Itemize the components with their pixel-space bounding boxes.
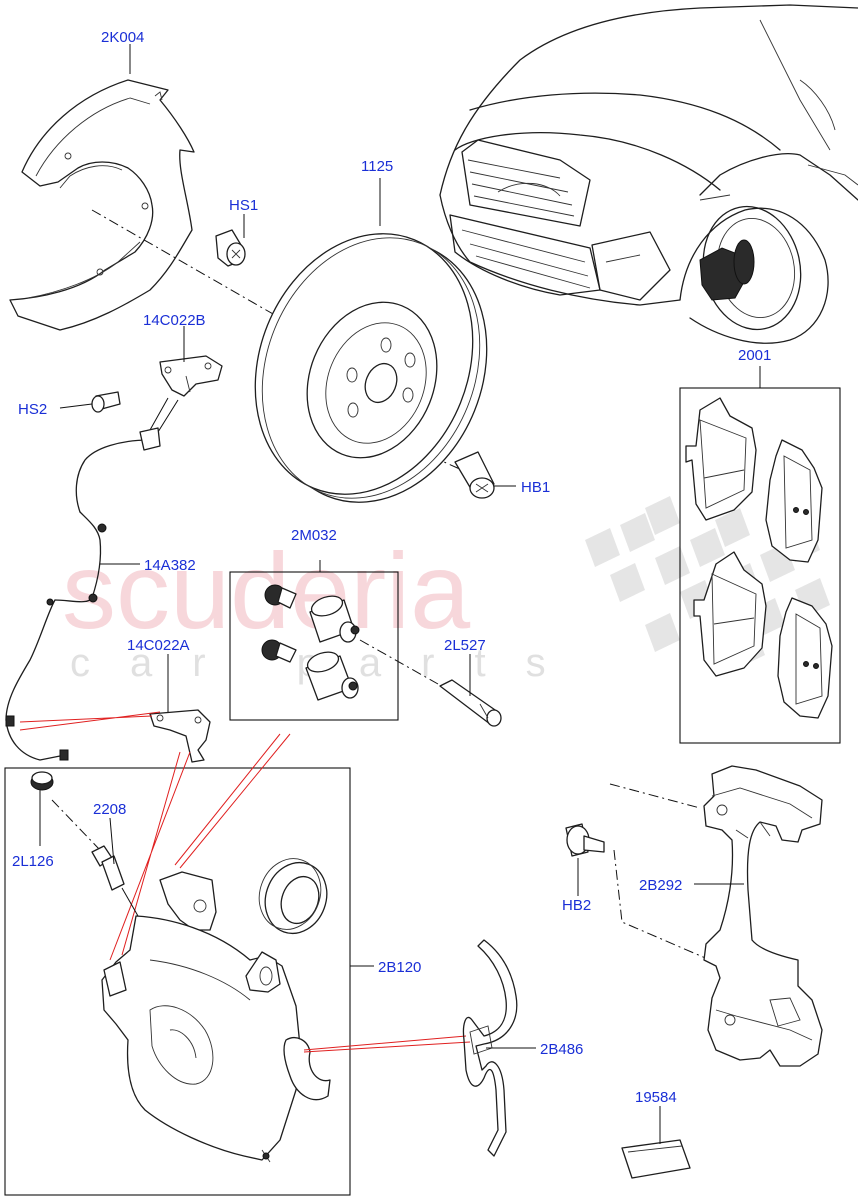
axis-line-carrier-top — [609, 783, 701, 809]
sensor-bracket-lower — [149, 709, 211, 763]
red-leader-2b486 — [303, 1035, 471, 1053]
callout-2b486: 2B486 — [540, 1041, 583, 1058]
bracket-pin-lines — [149, 397, 179, 433]
axis-line-carrier-bottom — [613, 849, 711, 961]
guide-pin-kit-parts — [261, 584, 360, 701]
vehicle-illustration — [439, 4, 858, 344]
leader-2208 — [109, 817, 115, 865]
callout-2k004: 2K004 — [101, 29, 144, 46]
leader-hs2 — [59, 403, 93, 409]
callout-2b120: 2B120 — [378, 959, 421, 976]
callout-14c022b: 14C022B — [143, 312, 206, 329]
caliper-kit-box — [4, 767, 351, 1196]
callout-hb2: HB2 — [562, 897, 591, 914]
callout-14a382: 14A382 — [144, 557, 196, 574]
axis-line-2208 — [51, 799, 101, 851]
callout-2001: 2001 — [738, 347, 771, 364]
callout-hs1: HS1 — [229, 197, 258, 214]
callout-2m032: 2M032 — [291, 527, 337, 544]
brake-disc — [254, 233, 488, 503]
bolt-hb2 — [565, 823, 605, 857]
callout-2l126: 2L126 — [12, 853, 54, 870]
grease-sachet — [621, 1139, 691, 1179]
red-leaders-caliper — [109, 733, 291, 961]
guide-pin-2l527 — [439, 679, 502, 727]
axis-line-hb1 — [394, 439, 463, 471]
axis-line-2l527 — [359, 639, 439, 685]
piston-seal — [258, 858, 328, 935]
guide-pin-kit-box — [229, 571, 399, 721]
brake-caliper — [101, 871, 331, 1163]
bleed-screw-line — [121, 887, 139, 917]
splash-shield — [9, 79, 195, 331]
callout-2208: 2208 — [93, 801, 126, 818]
abs-sensor-harness — [5, 427, 161, 761]
callout-2l527: 2L527 — [444, 637, 486, 654]
bolt-hb1 — [454, 451, 495, 499]
screw-hs2 — [91, 391, 121, 413]
bleed-cap — [30, 771, 54, 791]
callout-hs2: HS2 — [18, 401, 47, 418]
caliper-carrier — [703, 765, 823, 1067]
screw-hs1 — [215, 229, 246, 267]
brake-pads — [685, 397, 833, 719]
callout-14c022a: 14C022A — [127, 637, 190, 654]
axis-line-shield — [91, 209, 281, 319]
callout-hb1: HB1 — [521, 479, 550, 496]
callout-1125: 1125 — [361, 158, 393, 175]
sensor-bracket-upper — [159, 355, 223, 397]
callout-2b292: 2B292 — [639, 877, 682, 894]
red-leader-14c022a — [19, 711, 161, 731]
callout-19584: 19584 — [635, 1089, 677, 1106]
bleed-screw — [91, 845, 125, 891]
